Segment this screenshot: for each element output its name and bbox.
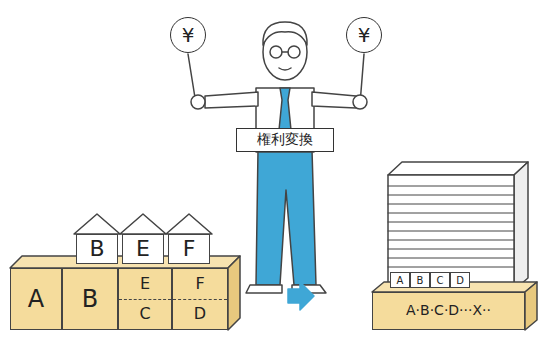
floor-line <box>388 213 514 214</box>
node-label: F <box>173 269 227 299</box>
unit-box: B <box>410 272 430 288</box>
arrow <box>288 282 314 310</box>
node-label: E <box>136 237 150 261</box>
glasses <box>282 51 288 53</box>
floor-line <box>388 267 514 268</box>
house-box: B <box>76 234 118 264</box>
node-label: B <box>82 286 98 312</box>
node-label: D <box>173 299 227 330</box>
roof <box>166 214 212 234</box>
floor-line <box>388 195 514 196</box>
unit-box: A <box>390 272 410 288</box>
node-label: D <box>456 275 464 286</box>
base-side <box>525 282 537 330</box>
node-label: A <box>397 275 404 286</box>
node-label: B <box>417 275 424 286</box>
yen-sign: ¥ <box>346 17 382 53</box>
node-label: ¥ <box>182 24 195 46</box>
mouth <box>279 68 291 70</box>
roof <box>74 214 120 234</box>
land-box: B <box>62 268 118 330</box>
node-label: F <box>183 237 196 261</box>
floor-line <box>388 258 514 259</box>
glasses <box>288 46 300 58</box>
node-label: 権利変換 <box>257 132 313 147</box>
shoe <box>246 285 282 293</box>
node-label: E <box>119 269 171 299</box>
land-side <box>228 256 240 330</box>
floor-line <box>388 222 514 223</box>
hand <box>191 95 205 109</box>
building-top <box>388 162 528 175</box>
hair <box>263 22 307 45</box>
glasses <box>270 46 282 58</box>
hand <box>353 95 367 109</box>
land-box: EC <box>118 268 172 330</box>
shirt <box>256 88 314 152</box>
node-label: C <box>119 299 171 330</box>
node-label: A <box>28 286 44 312</box>
floor-line <box>388 249 514 250</box>
node-label: C <box>437 275 444 286</box>
node-label: B <box>89 237 104 261</box>
yen-sign: ¥ <box>170 17 206 53</box>
building-side <box>514 162 528 290</box>
land-box: A <box>10 268 62 330</box>
floor-line <box>388 240 514 241</box>
floor-line <box>388 231 514 232</box>
house-box: E <box>122 234 164 264</box>
unit-box: D <box>450 272 470 288</box>
floor-line <box>388 204 514 205</box>
node-label: A·B·C·D···X·· <box>406 303 491 318</box>
chest-sign: 権利変換 <box>236 128 334 152</box>
house-box: F <box>168 234 210 264</box>
building-face <box>388 175 514 290</box>
arm <box>312 92 356 108</box>
floor-line <box>388 186 514 187</box>
node-label: ¥ <box>358 24 371 46</box>
land-box: FD <box>172 268 228 330</box>
roof <box>120 214 166 234</box>
unit-box: C <box>430 272 450 288</box>
base-box: A·B·C·D···X·· <box>372 292 525 330</box>
arm <box>205 92 258 108</box>
trousers <box>256 150 316 285</box>
